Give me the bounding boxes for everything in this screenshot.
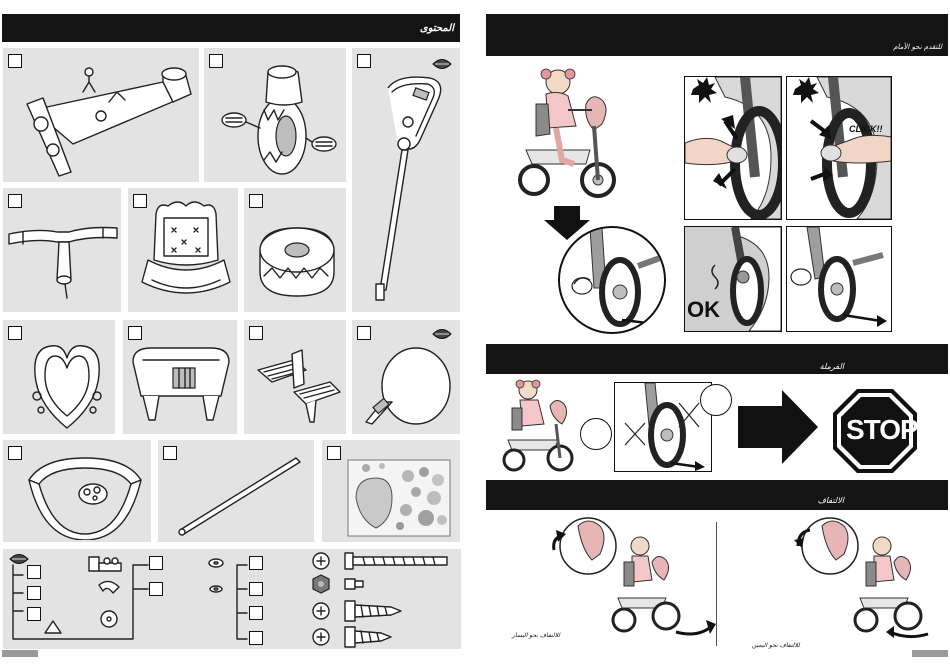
panel-sticker-sheet (322, 440, 460, 542)
brake-wheel-zoom (614, 382, 712, 472)
page-corner-tab (912, 650, 948, 657)
part-number-box (327, 446, 341, 460)
contents-header: المحتوى (2, 14, 460, 42)
part-number-box (8, 326, 22, 340)
forward-wheel-zoom (558, 226, 666, 334)
ok-label: OK (687, 297, 720, 323)
panel-hardware (3, 549, 461, 649)
part-number-box (27, 586, 41, 600)
turn-left-drawing (548, 516, 718, 644)
seat-back-decor-drawing (27, 338, 107, 430)
part-number-box (249, 606, 263, 620)
brake-tricycle-drawing (498, 378, 578, 474)
panel-rear-wheel (244, 188, 346, 312)
part-number-box (149, 582, 163, 596)
parent-assembly-icon (432, 58, 452, 70)
stop-sign: STOP (832, 388, 918, 474)
panel-handlebar (3, 188, 121, 312)
panel-seat (128, 188, 238, 312)
canopy-drawing (362, 342, 456, 432)
part-number-box (163, 446, 177, 460)
part-number-box (249, 582, 263, 596)
handlebar-frame-drawing (13, 62, 198, 177)
panel-axle-rod (158, 440, 314, 542)
part-number-box (249, 194, 263, 208)
panel-push-handle (352, 48, 460, 312)
part-number-box (149, 556, 163, 570)
part-number-box (249, 326, 263, 340)
tricycle-child-drawing (506, 64, 626, 204)
part-number-box (249, 631, 263, 645)
stop-label: STOP (846, 414, 918, 446)
turn-right-caption: للالتفاف نحو اليمين (752, 642, 800, 649)
step-4-drawing (787, 227, 891, 331)
forward-step-2: CLICK!! (786, 76, 892, 220)
part-number-box (8, 446, 22, 460)
sticker-sheet-drawing (346, 458, 452, 538)
panel-safety-ring (3, 440, 151, 542)
panel-canopy (352, 320, 460, 434)
part-number-box (128, 326, 142, 340)
footrest-drawing (254, 348, 342, 428)
axle-rod-drawing (176, 452, 308, 538)
panel-handlebar-frame (3, 48, 199, 182)
turning-header: الالتفاف (486, 480, 948, 510)
seat-drawing (138, 200, 234, 308)
safety-ring-drawing (23, 454, 147, 540)
contents-title: المحتوى (420, 23, 454, 34)
turning-title: الالتفاف (818, 496, 844, 505)
forward-step-4 (786, 226, 892, 332)
click-label: CLICK!! (849, 124, 883, 134)
parent-assembly-icon (432, 328, 452, 340)
right-arrow-icon (738, 390, 818, 464)
turn-right-drawing (790, 516, 950, 644)
step-1-drawing (685, 77, 781, 219)
brake-title: الفرملة (820, 362, 844, 371)
brake-zoom-drawing (615, 383, 711, 471)
panel-basket (123, 320, 237, 434)
part-number-box (357, 326, 371, 340)
part-number-box (249, 556, 263, 570)
brake-zoom-circle-right (700, 384, 732, 416)
forward-step-3: OK (684, 226, 782, 332)
push-handle-drawing (358, 70, 456, 310)
rear-wheel-drawing (254, 222, 340, 302)
page-corner-tab (2, 650, 38, 657)
part-number-box (27, 565, 41, 579)
forward-header: للتقدم نحو الأمام (486, 14, 948, 56)
wheel-zoom-drawing (560, 228, 664, 332)
hardware-drawing (3, 549, 461, 649)
panel-footrest (244, 320, 346, 434)
panel-seat-back-decor (3, 320, 115, 434)
step-2-drawing (787, 77, 891, 219)
front-wheel-drawing (212, 62, 342, 180)
panel-front-wheel-fork (204, 48, 346, 182)
forward-step-1 (684, 76, 782, 220)
basket-drawing (129, 340, 233, 430)
part-number-box (27, 607, 41, 621)
turn-left-caption: للالتفاف نحو اليسار (512, 632, 560, 639)
forward-title: للتقدم نحو الأمام (893, 43, 942, 51)
handlebar-drawing (7, 206, 119, 306)
brake-zoom-circle-left (580, 418, 612, 450)
part-number-box (357, 54, 371, 68)
brake-header: الفرملة (486, 344, 948, 374)
